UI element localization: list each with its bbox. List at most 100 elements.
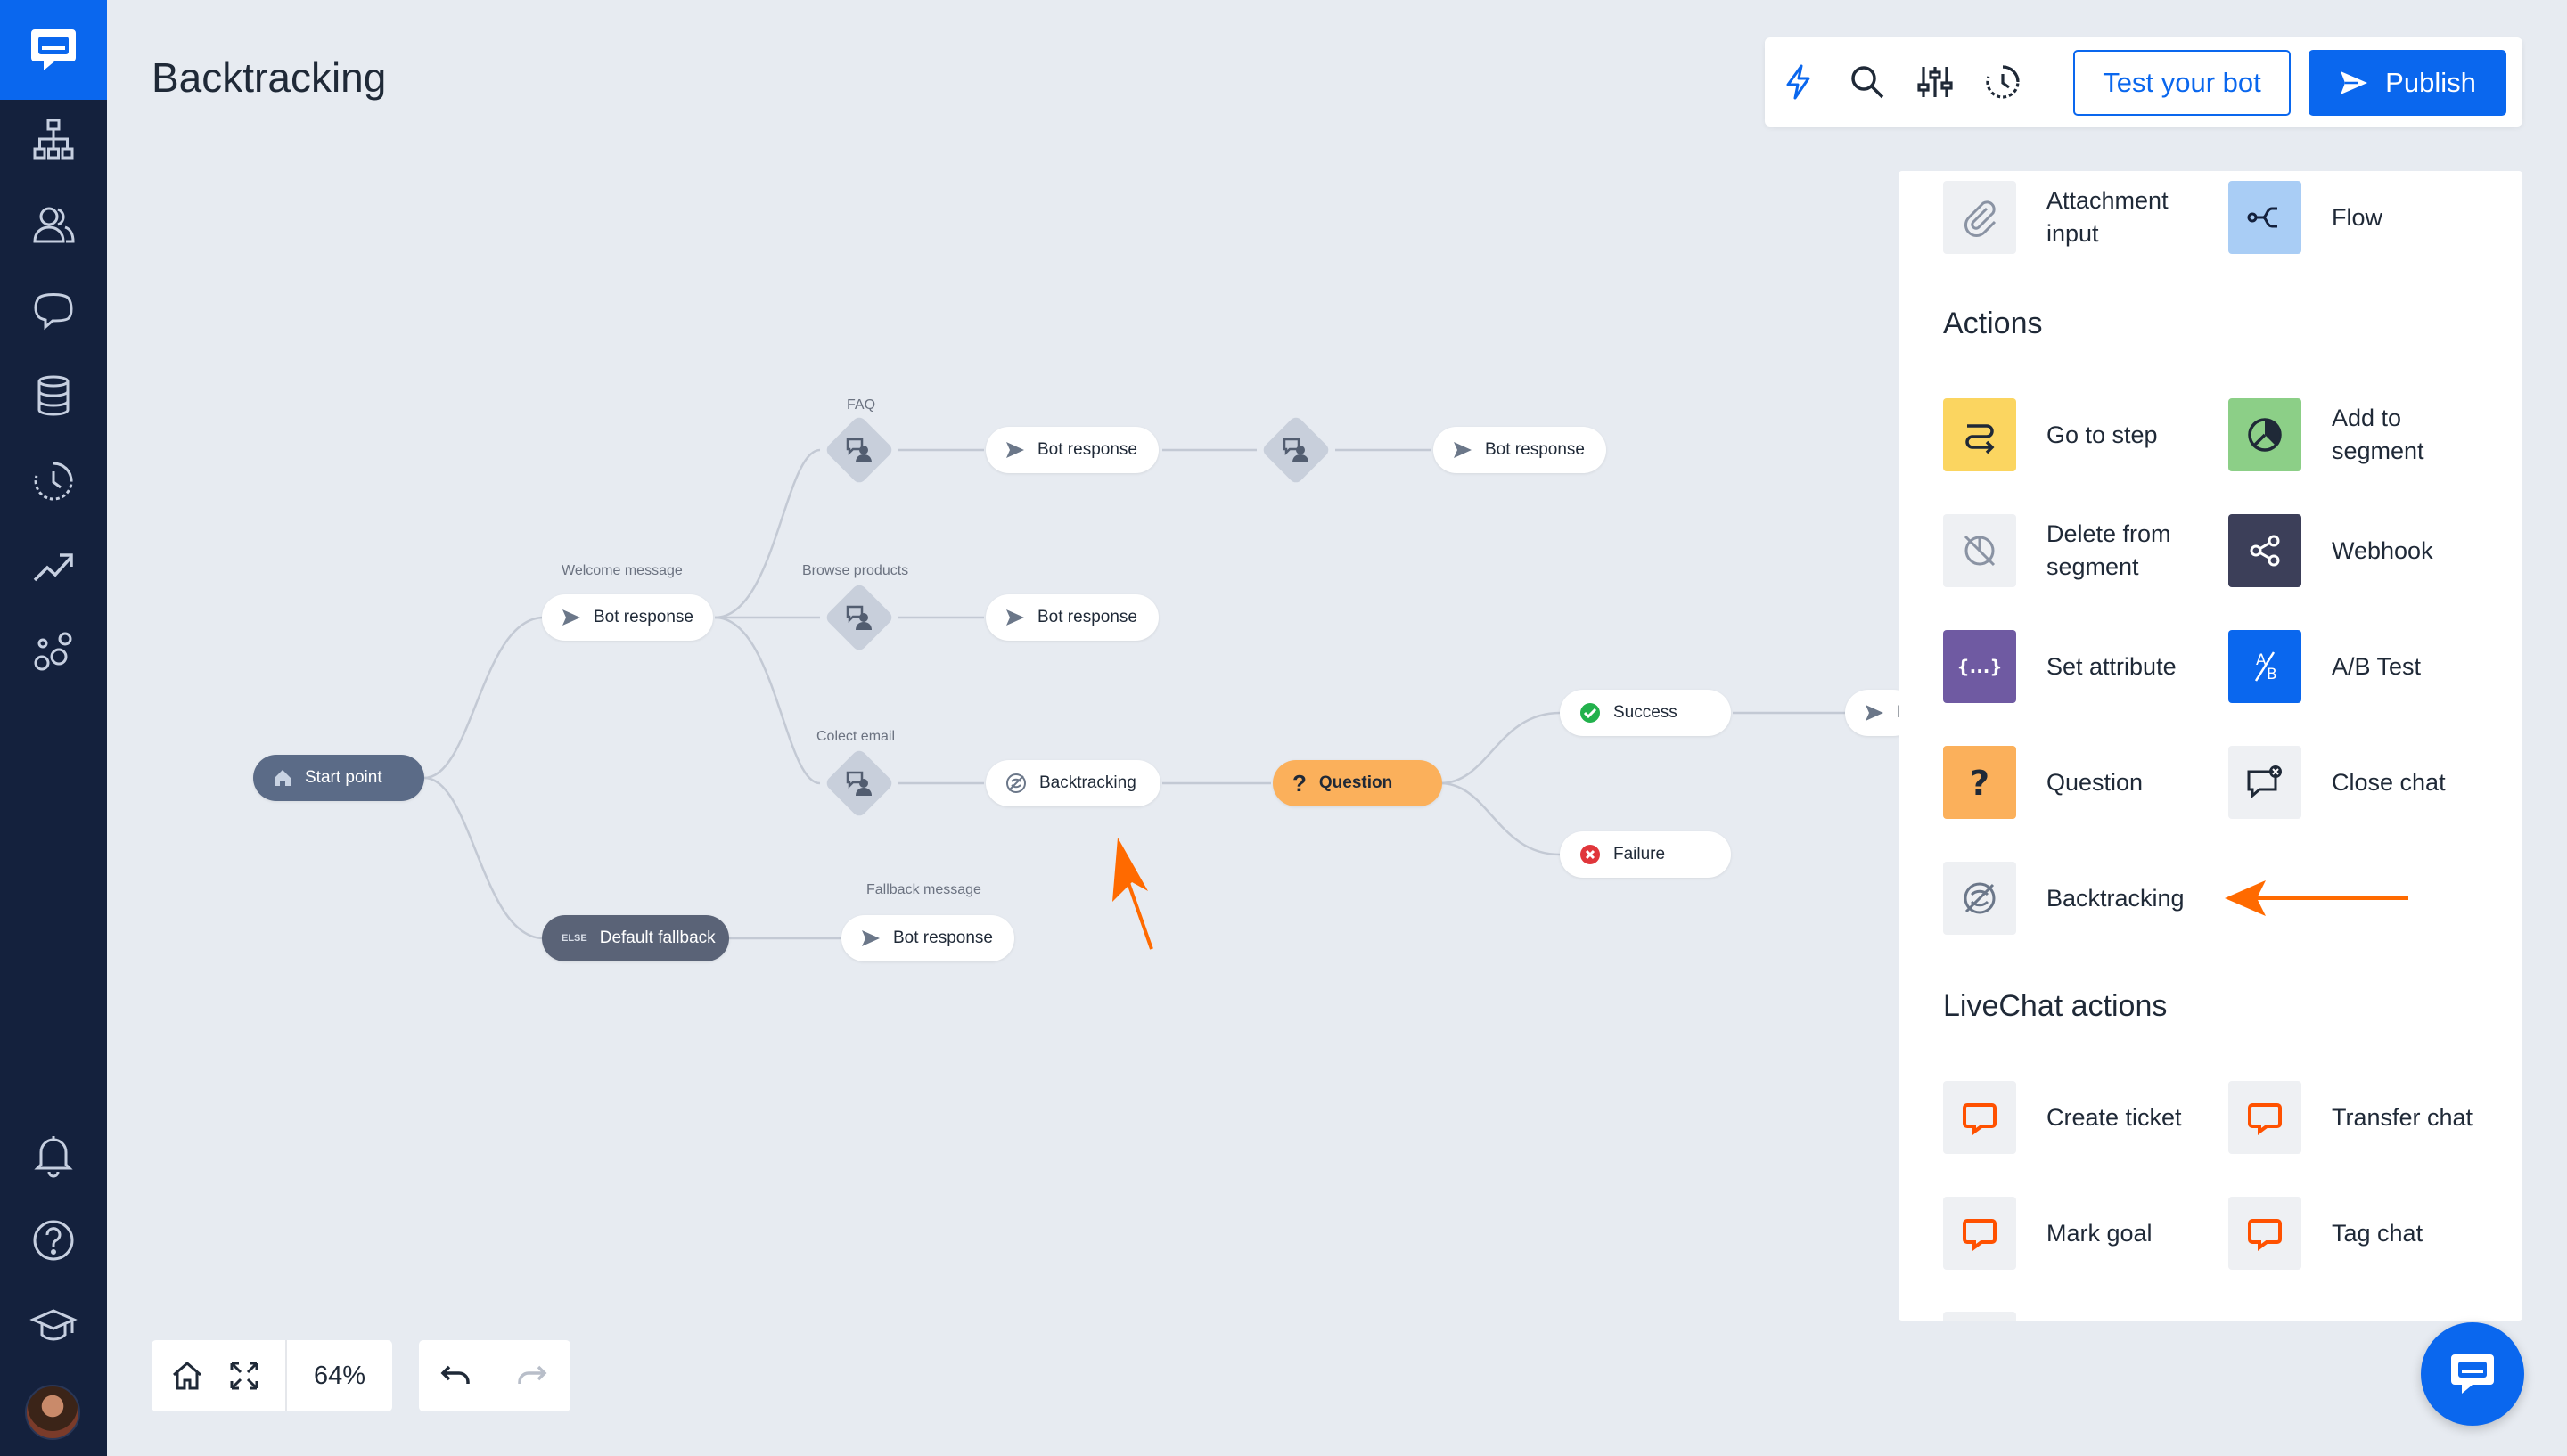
question-node[interactable]: ? Question <box>1273 760 1442 806</box>
palette-item-set-attribute[interactable]: {...} Set attribute <box>1943 629 2228 704</box>
user-chat-icon <box>1271 425 1321 475</box>
send-icon <box>562 609 580 626</box>
livechat-section-title: LiveChat actions <box>1943 989 2168 1023</box>
flow-icon <box>2247 207 2277 228</box>
delete-segment-icon <box>1964 535 1996 567</box>
chat-icon[interactable] <box>27 283 80 337</box>
lightning-icon[interactable] <box>1776 60 1821 104</box>
send-icon <box>1006 609 1024 626</box>
default-fallback-node[interactable]: ELSE Default fallback <box>542 915 729 961</box>
page-title: Backtracking <box>152 54 387 101</box>
svg-text:A: A <box>2256 651 2267 669</box>
trending-up-icon[interactable] <box>27 540 80 593</box>
send-icon <box>1454 442 1472 458</box>
go-to-step-tile <box>1943 398 2016 471</box>
backtracking-tile <box>1943 862 2016 935</box>
palette-item-attachment-input[interactable]: Attachment input <box>1943 180 2228 255</box>
graduation-cap-icon[interactable] <box>27 1299 80 1353</box>
database-icon[interactable] <box>27 369 80 422</box>
home-icon[interactable] <box>169 1358 205 1394</box>
start-point-node[interactable]: Start point <box>253 755 424 801</box>
user-chat-icon <box>834 758 884 808</box>
avatar[interactable] <box>25 1385 80 1440</box>
annotation-arrow <box>1112 838 1153 950</box>
collect-email-label: Colect email <box>816 729 896 744</box>
braces-icon: {...} <box>1958 656 2001 677</box>
palette-item-transfer-chat[interactable]: Transfer chat <box>2228 1080 2514 1155</box>
palette-item-question[interactable]: ? Question <box>1943 745 2228 820</box>
fallback-label: Fallback message <box>866 882 981 897</box>
help-icon[interactable] <box>27 1214 80 1267</box>
integrations-icon[interactable] <box>27 626 80 679</box>
palette-item-flow[interactable]: Flow <box>2228 180 2514 255</box>
livechat-icon <box>1963 1103 1997 1135</box>
add-segment-tile <box>2228 398 2301 471</box>
faq-label: FAQ <box>847 397 876 413</box>
tag-chat-tile <box>2228 1197 2301 1270</box>
sliders-icon[interactable] <box>1913 60 1957 104</box>
pie-chart-icon <box>2248 418 2282 452</box>
redo-icon[interactable] <box>513 1358 549 1394</box>
flow-tile <box>2228 181 2301 254</box>
chat-logo-icon <box>31 29 76 70</box>
paperclip-icon <box>1964 200 1997 237</box>
check-circle-icon <box>1580 703 1600 723</box>
history-icon[interactable] <box>1981 60 2025 104</box>
success-node[interactable]: Success <box>1560 690 1731 736</box>
send-icon <box>2341 71 2368 94</box>
backtracking-icon <box>1006 773 1026 793</box>
publish-label: Publish <box>2385 67 2476 98</box>
palette-item-go-to-step[interactable]: Go to step <box>1943 397 2228 472</box>
user-chat-icon <box>834 593 884 642</box>
error-circle-icon <box>1580 845 1600 864</box>
undo-icon[interactable] <box>439 1358 474 1394</box>
test-your-bot-button[interactable]: Test your bot <box>2073 50 2291 116</box>
palette-item-webhook[interactable]: Webhook <box>2228 513 2514 588</box>
failure-node[interactable]: Failure <box>1560 831 1731 878</box>
bot-response-node[interactable]: Bot response <box>841 915 1014 961</box>
zoom-level[interactable]: 64% <box>285 1340 392 1411</box>
app-logo[interactable] <box>0 0 107 100</box>
browse-label: Browse products <box>802 563 909 578</box>
palette-item-add-to-segment[interactable]: Add to segment <box>2228 397 2514 472</box>
close-chat-tile <box>2228 746 2301 819</box>
bell-icon[interactable] <box>27 1128 80 1182</box>
send-icon <box>1006 442 1024 458</box>
bot-response-node[interactable]: Bot response <box>1433 427 1606 473</box>
home-icon <box>275 770 291 786</box>
palette-item-backtracking[interactable]: Backtracking <box>1943 861 2228 936</box>
webhook-tile <box>2228 514 2301 587</box>
user-chat-icon <box>834 425 884 475</box>
question-mark-icon: ? <box>1292 769 1307 797</box>
svg-text:{...}: {...} <box>1958 656 2001 677</box>
livechat-icon <box>1963 1219 1997 1251</box>
backtracking-node[interactable]: Backtracking <box>986 760 1160 806</box>
palette-item-tag-chat[interactable]: Tag chat <box>2228 1196 2514 1271</box>
expand-icon[interactable] <box>226 1358 262 1394</box>
bot-response-node[interactable]: Bot response <box>986 594 1159 641</box>
svg-text:B: B <box>2267 666 2277 683</box>
top-toolbar: Test your bot Publish <box>1765 37 2522 127</box>
publish-button[interactable]: Publish <box>2309 50 2506 116</box>
set-attribute-tile: {...} <box>1943 630 2016 703</box>
bot-response-node[interactable]: Bot response <box>986 427 1159 473</box>
backtracking-icon <box>1964 882 1996 914</box>
chat-widget-button[interactable] <box>2421 1322 2524 1426</box>
sitemap-icon[interactable] <box>27 112 80 166</box>
palette-item-mark-goal[interactable]: Mark goal <box>1943 1196 2228 1271</box>
history-controls <box>419 1340 570 1411</box>
palette-item-create-ticket[interactable]: Create ticket <box>1943 1080 2228 1155</box>
palette-item-close-chat[interactable]: Close chat <box>2228 745 2514 820</box>
users-icon[interactable] <box>27 198 80 251</box>
else-badge: ELSE <box>562 933 587 944</box>
flow-canvas[interactable]: Start point Welcome message Bot response… <box>107 143 1916 1301</box>
bot-response-node[interactable]: Bot response <box>542 594 713 641</box>
delete-segment-tile <box>1943 514 2016 587</box>
palette-item-delete-from-segment[interactable]: Delete from segment <box>1943 513 2228 588</box>
search-icon[interactable] <box>1845 60 1890 104</box>
history-icon[interactable] <box>27 454 80 508</box>
transfer-chat-tile <box>2228 1081 2301 1154</box>
send-icon <box>862 930 880 946</box>
step-palette-panel: Attachment input Flow Actions Go to step… <box>1899 171 2522 1321</box>
